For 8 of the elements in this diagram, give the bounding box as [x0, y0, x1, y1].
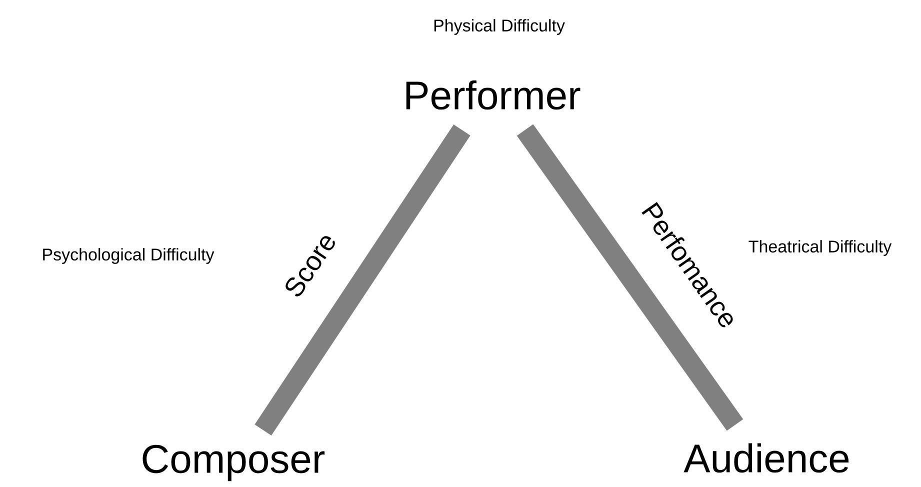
role-label: Audience	[684, 443, 849, 473]
note-label: Physical Difficulty	[434, 19, 565, 35]
role-label: Composer	[142, 444, 325, 482]
note-label: Theatrical Difficulty	[748, 240, 892, 256]
connector-bar	[254, 124, 470, 436]
note-label: Psychological Difficulty	[43, 248, 214, 264]
role-label: Performer	[406, 80, 580, 110]
connector-bar	[516, 124, 744, 431]
